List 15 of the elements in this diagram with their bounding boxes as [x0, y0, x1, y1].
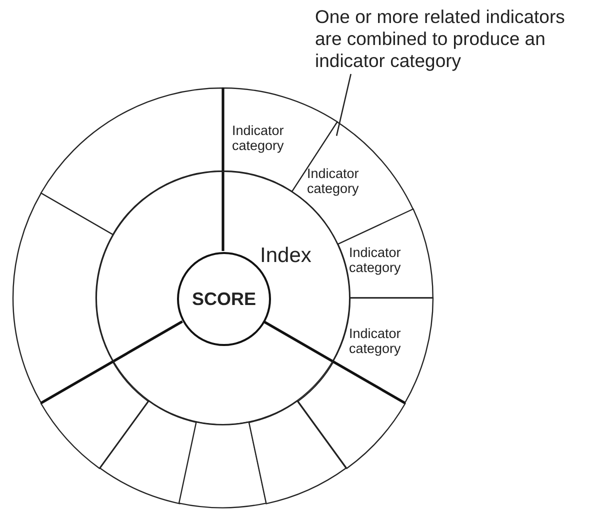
ring-sector — [249, 400, 346, 504]
ring-sector — [13, 193, 113, 403]
category-label: Indicator category — [232, 123, 285, 153]
ring-sector — [179, 422, 267, 508]
category-label: Indicator category — [348, 244, 402, 275]
ring-sector — [338, 209, 433, 298]
leader-line — [336, 74, 352, 136]
category-label: Indicator category — [306, 166, 360, 196]
ring-sector — [292, 122, 414, 244]
ring-sector — [332, 298, 433, 403]
ring-sector — [298, 362, 405, 468]
category-label: Indicator category — [348, 326, 402, 356]
ring-sector — [41, 362, 148, 468]
callout-text: One or more related indicators are combined to produce an indicator category — [315, 6, 591, 72]
ring-sector — [100, 400, 197, 504]
